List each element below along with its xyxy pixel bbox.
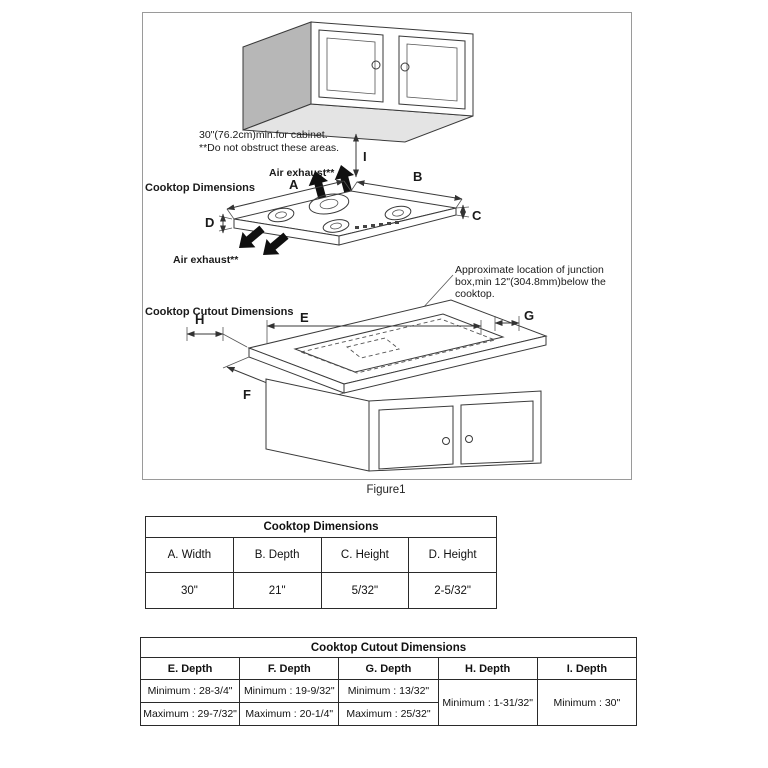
cabinet-note-line1: 30"(76.2cm)min.for cabinet. [199, 129, 328, 141]
countertop [247, 299, 548, 394]
table2-header-e-depth: E. Depth [139, 657, 241, 680]
cabinet-note-line2: **Do not obstruct these areas. [199, 142, 339, 154]
base-cabinet-knob-right [465, 435, 473, 443]
cooktop-dimensions-label: Cooktop Dimensions [145, 182, 255, 194]
cooktop-cutout-dimensions-label: Cooktop Cutout Dimensions [145, 306, 294, 318]
base-cabinet-side [265, 378, 370, 472]
table1-value-c-height: 5/32" [320, 572, 410, 609]
base-cabinet-knob-left [442, 437, 450, 445]
dim-label-e: E [300, 310, 309, 325]
dimension-e: E [266, 310, 482, 344]
dimension-a: A [226, 177, 352, 220]
control-button [371, 224, 375, 227]
table2-e-min: Minimum : 28-3/4" [139, 679, 241, 703]
table2-g-min: Minimum : 13/32" [338, 679, 439, 703]
dimension-d-ext2 [218, 227, 233, 232]
dimension-b-ext1 [350, 181, 358, 192]
cabinet-knob-left [371, 60, 381, 70]
cabinet-door-right [398, 35, 466, 110]
dim-label-g: G [524, 308, 534, 323]
table2-h-min: Minimum : 1-31/32" [437, 679, 538, 726]
table2-header-i-depth: I. Depth [536, 657, 638, 680]
junction-note-line2: box,min 12"(304.8mm)below the [455, 276, 606, 288]
table2-i-min: Minimum : 30" [536, 679, 638, 726]
table2-header-h-depth: H. Depth [437, 657, 538, 680]
dimension-b: B [350, 169, 463, 209]
air-exhaust-arrow-down-1 [239, 225, 265, 248]
dim-label-c: C [472, 208, 482, 223]
countertop-front-edge [343, 335, 547, 394]
installation-diagram: I 30"(76.2cm)min.for cabinet. **Do not o… [145, 21, 606, 472]
base-cabinet [265, 378, 542, 472]
dim-label-f: F [243, 387, 251, 402]
dimension-i: I [353, 133, 367, 178]
air-exhaust-left-label: Air exhaust** [173, 254, 239, 266]
junction-box-location [345, 337, 401, 359]
table1-header-b-depth: B. Depth [232, 537, 322, 573]
figure-caption: Figure1 [366, 484, 406, 496]
dim-label-b: B [413, 169, 422, 184]
dim-label-a: A [289, 177, 299, 192]
dimension-d: D [205, 213, 233, 234]
control-buttons [355, 221, 399, 229]
base-cabinet-front [368, 390, 542, 472]
cooktop-dimensions-table: Cooktop Dimensions A. Width B. Depth C. … [145, 516, 497, 609]
base-cabinet-door-left [378, 405, 454, 470]
control-button [379, 223, 383, 226]
cabinet-front-face [310, 21, 474, 117]
dim-label-h: H [195, 312, 204, 327]
table2-header-f-depth: F. Depth [239, 657, 340, 680]
table1-value-d-height: 2-5/32" [408, 572, 497, 609]
table2-f-min: Minimum : 19-9/32" [239, 679, 340, 703]
table1-header-d-height: D. Height [408, 537, 497, 573]
dimension-c: C [455, 204, 482, 223]
cooktop-cutout-dimensions-table: Cooktop Cutout Dimensions E. Depth F. De… [139, 637, 638, 726]
cabinet-knob-right [400, 62, 410, 72]
control-button [355, 226, 359, 229]
burner-front [322, 219, 350, 233]
dimension-a-ext2 [343, 180, 352, 192]
junction-note-line3: cooktop. [455, 288, 495, 300]
dim-label-d: D [205, 215, 214, 230]
table1-header-a-width: A. Width [145, 537, 234, 573]
installation-figure: I 30"(76.2cm)min.for cabinet. **Do not o… [142, 12, 632, 480]
dimension-g: G [494, 308, 534, 331]
dimension-b-line [356, 180, 463, 201]
control-button [363, 225, 367, 228]
dimension-a-line [226, 179, 345, 211]
dimension-a-ext1 [226, 208, 235, 220]
cabinet-door-left [318, 29, 384, 103]
air-exhaust-arrow-down-2 [263, 232, 289, 255]
cabinet-door-left-panel [326, 37, 376, 95]
burner-right-inner [392, 209, 404, 217]
junction-note-line1: Approximate location of junction [455, 264, 604, 276]
table2-e-max: Maximum : 29-7/32" [139, 702, 241, 726]
dim-label-i: I [363, 149, 367, 164]
control-button [395, 221, 399, 224]
dimension-b-ext2 [455, 198, 463, 209]
table2-header-g-depth: G. Depth [338, 657, 439, 680]
table2-g-max: Maximum : 25/32" [338, 702, 439, 726]
dimension-f-ext1 [222, 356, 250, 369]
burner-right [384, 205, 412, 221]
air-exhaust-top-label: Air exhaust** [269, 167, 335, 179]
table1-value-b-depth: 21" [232, 572, 322, 609]
dimension-h: H [186, 312, 248, 348]
cabinet-door-right-panel [406, 43, 458, 102]
burner-left-inner [275, 211, 287, 219]
table1-header-c-height: C. Height [320, 537, 410, 573]
table2-f-max: Maximum : 20-1/4" [239, 702, 340, 726]
control-button [387, 222, 391, 225]
dimension-h-leader [222, 333, 248, 348]
wall-cabinet [242, 21, 474, 143]
dimension-d-ext1 [218, 215, 233, 220]
table1-title: Cooktop Dimensions [145, 516, 497, 538]
table1-value-a-width: 30" [145, 572, 234, 609]
base-cabinet-door-right [460, 400, 534, 465]
table2-title: Cooktop Cutout Dimensions [140, 637, 637, 658]
burner-front-inner [330, 222, 342, 230]
